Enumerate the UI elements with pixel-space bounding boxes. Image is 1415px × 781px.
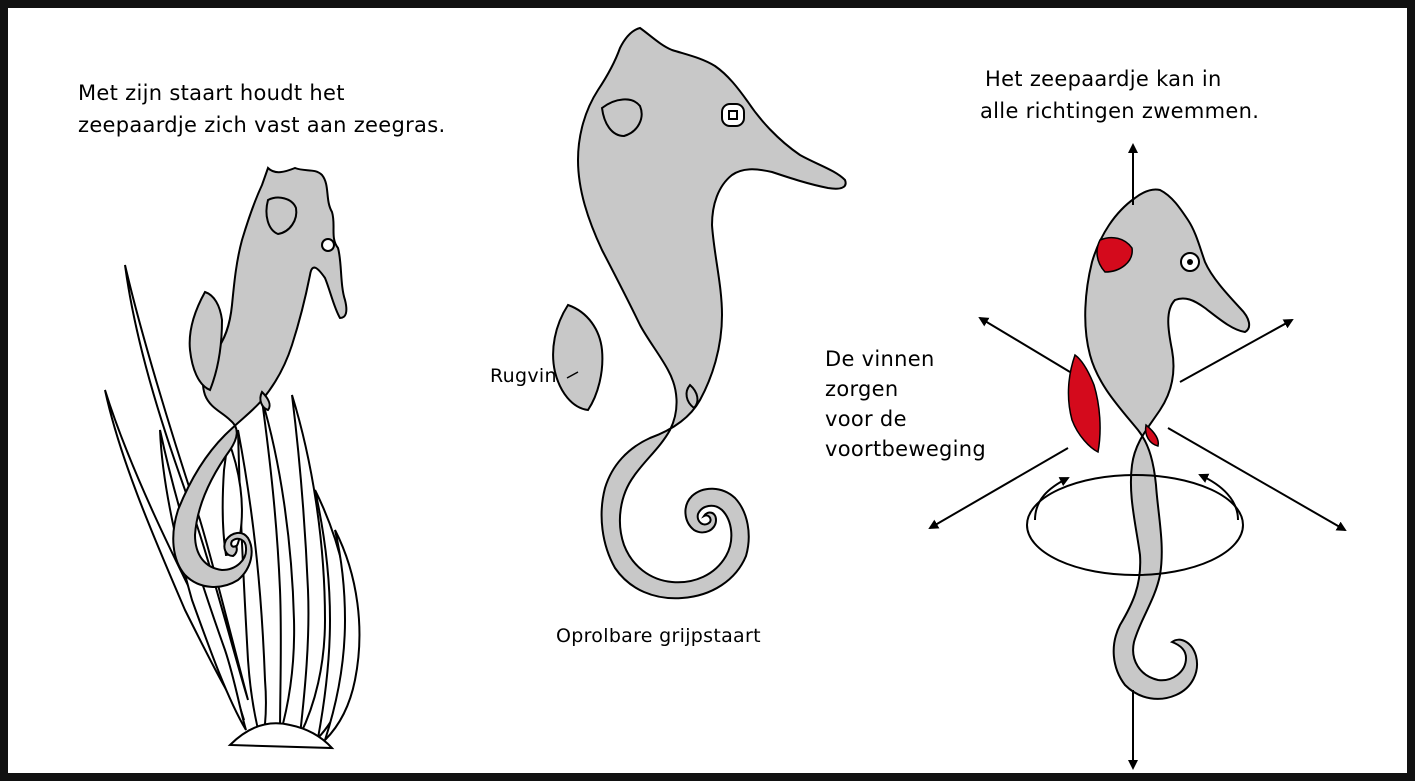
center-eye	[722, 104, 744, 126]
dorsal-fin-label: Rugvin	[490, 364, 557, 388]
fins-label-line2: zorgen	[825, 376, 899, 402]
arrow-lower-right	[1168, 428, 1345, 530]
left-eye	[322, 239, 334, 251]
center-dorsal-fin	[553, 305, 602, 410]
left-pectoral-fin	[260, 392, 269, 410]
fins-label-line3: voor de	[825, 406, 907, 432]
prehensile-tail-label: Oprolbare grijpstaart	[556, 624, 761, 648]
rotation-arrow-right	[1200, 475, 1238, 520]
left-seahorse-group	[105, 168, 359, 748]
arrow-upper-left	[980, 318, 1070, 372]
fins-label-line1: De vinnen	[825, 346, 935, 372]
right-seahorse-group	[930, 145, 1345, 768]
right-caption-line2: alle richtingen zwemmen.	[980, 98, 1259, 124]
fins-label-line4: voortbeweging	[825, 436, 986, 462]
right-eye-pupil	[1187, 259, 1193, 265]
rotation-arrow-left	[1035, 478, 1068, 520]
center-seahorse-group	[553, 28, 846, 598]
right-caption-line1: Het zeepaardje kan in	[985, 66, 1222, 92]
right-pectoral-fin	[1146, 425, 1159, 446]
left-caption-line2: zeepaardje zich vast aan zeegras.	[78, 112, 445, 138]
left-caption-line1: Met zijn staart houdt het	[78, 80, 345, 106]
